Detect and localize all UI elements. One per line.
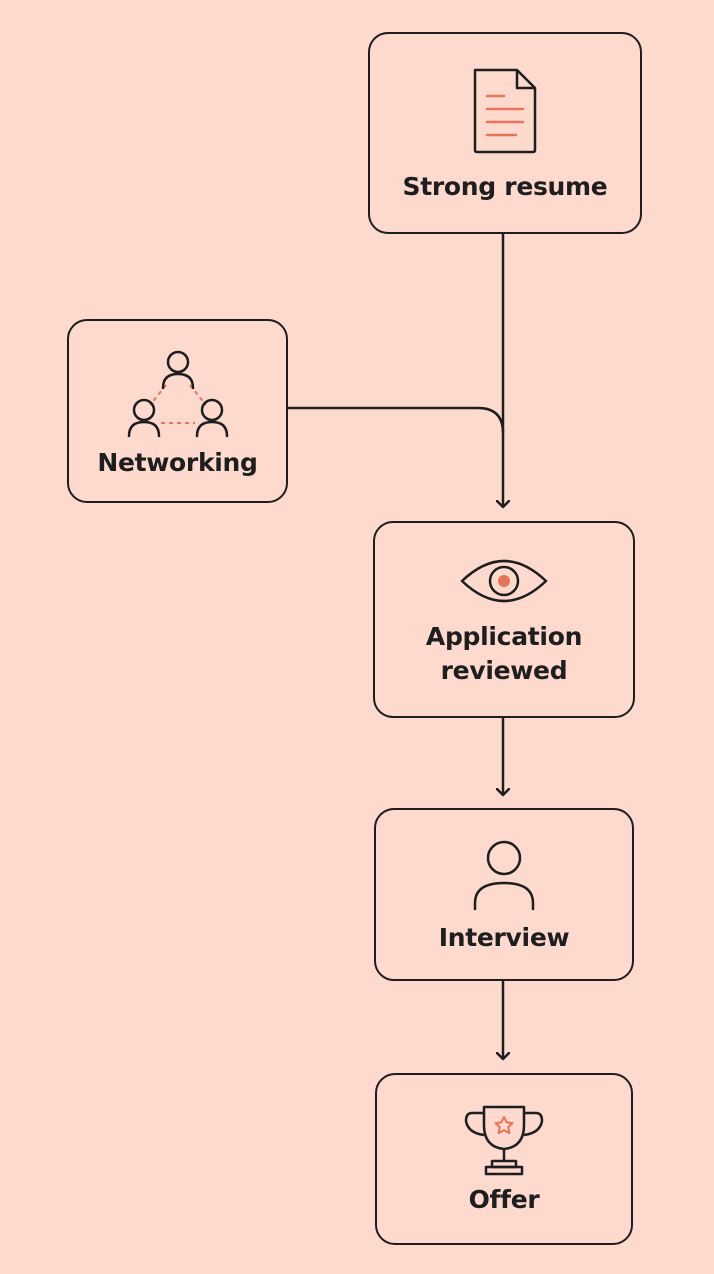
node-application-reviewed: Application reviewed bbox=[373, 521, 635, 718]
trophy-icon bbox=[464, 1105, 544, 1176]
node-interview: Interview bbox=[374, 808, 634, 981]
node-label-interview: Interview bbox=[438, 922, 570, 952]
eye-icon bbox=[460, 559, 548, 602]
edge-networking-to-review bbox=[288, 406, 505, 434]
node-strong-resume: Strong resume bbox=[368, 32, 642, 234]
node-networking: Networking bbox=[67, 319, 288, 503]
node-label-offer: Offer bbox=[468, 1185, 540, 1214]
network-people-icon bbox=[127, 350, 228, 438]
node-label-networking: Networking bbox=[97, 448, 258, 477]
person-icon bbox=[473, 840, 535, 910]
document-icon bbox=[473, 68, 537, 154]
node-label-strong-resume: Strong resume bbox=[402, 172, 608, 201]
node-offer: Offer bbox=[375, 1073, 633, 1245]
node-label-application-reviewed: Application reviewed bbox=[425, 621, 583, 685]
